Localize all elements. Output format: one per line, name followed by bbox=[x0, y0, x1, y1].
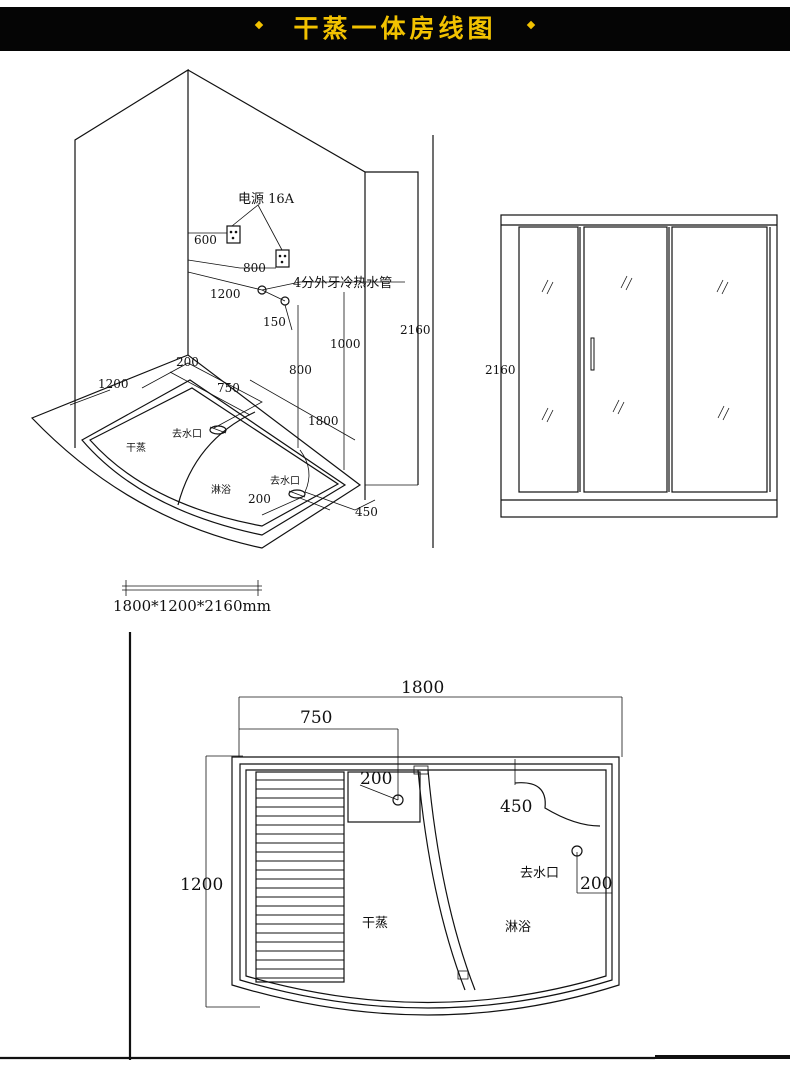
socket-2-pin-a bbox=[278, 254, 282, 258]
dim-800b: 800 bbox=[289, 363, 312, 377]
pipe-label: 4分外牙冷热水管 bbox=[293, 276, 392, 291]
socket-1-pin-a bbox=[229, 230, 233, 234]
front-glass-left bbox=[518, 226, 579, 493]
glass-reflection-marks bbox=[541, 275, 730, 423]
plan-dim-450: 450 bbox=[500, 797, 532, 817]
plan-slats bbox=[256, 779, 344, 979]
iso-tray-inner bbox=[81, 379, 347, 536]
plan-tray-inner2 bbox=[245, 769, 607, 1004]
front-glass-right bbox=[671, 226, 768, 493]
iso-tray-outer bbox=[30, 354, 362, 549]
front-height-dim: 2160 bbox=[485, 363, 516, 377]
dim-200a-box bbox=[141, 362, 263, 429]
plan-width-dim: 1800 bbox=[401, 678, 444, 698]
iso-side-wall bbox=[365, 171, 419, 485]
plan-drain-box bbox=[347, 771, 421, 823]
dim-1800-line bbox=[249, 379, 356, 441]
iso-partition-curve bbox=[299, 449, 310, 493]
dim-450-line bbox=[304, 491, 376, 511]
power-leader bbox=[231, 204, 283, 251]
plan-zone-dry: 干蒸 bbox=[362, 916, 388, 931]
plan-slat-area bbox=[255, 771, 345, 983]
plan-drain-box-leader bbox=[359, 784, 399, 801]
dim-200b-line bbox=[261, 497, 331, 516]
dim-1200a-line bbox=[187, 271, 286, 302]
power-label: 电源 16A bbox=[238, 192, 295, 207]
iso-view: 电源 16A 4分外牙冷热水管 600 800 1200 150 1000 21… bbox=[30, 68, 434, 549]
socket-1-pin-c bbox=[231, 236, 235, 240]
plan-partition-cap-bottom bbox=[457, 970, 469, 980]
plan-partition-b bbox=[427, 769, 476, 991]
iso-drain-2 bbox=[288, 489, 306, 499]
plan-drain-label: 去水口 bbox=[520, 866, 559, 881]
dim-750-line bbox=[169, 371, 251, 416]
front-frame-outer bbox=[500, 214, 778, 518]
iso-drain-1-mark bbox=[209, 426, 227, 434]
title-bar: 干蒸一体房线图 bbox=[0, 0, 790, 54]
iso-drain-label-2: 去水口 bbox=[270, 475, 300, 487]
front-door bbox=[583, 226, 668, 493]
plan-dim-200-top: 200 bbox=[360, 769, 392, 789]
socket-2-pin-c bbox=[280, 260, 284, 264]
pipe-hot-icon bbox=[257, 285, 267, 295]
dim-1200b: 1200 bbox=[98, 377, 129, 391]
plan-partition-a bbox=[417, 769, 466, 991]
plan-dim-750: 750 bbox=[300, 708, 332, 728]
iso-left-wall bbox=[74, 68, 189, 448]
dim-1200b-line bbox=[69, 389, 111, 406]
iso-drain-2-mark bbox=[288, 490, 306, 498]
front-view: 2160 bbox=[485, 214, 778, 518]
page-title: 干蒸一体房线图 bbox=[293, 14, 497, 43]
plan-tray-outer bbox=[231, 756, 620, 1016]
plan-partition-cap-top bbox=[413, 765, 429, 775]
pipe-leader bbox=[261, 281, 405, 291]
dim-200b: 200 bbox=[248, 492, 271, 506]
title-band bbox=[0, 7, 790, 51]
iso-zone-shower: 淋浴 bbox=[211, 483, 231, 496]
plan-view: 1800 750 1200 200 450 200 bbox=[0, 632, 790, 1060]
dim-1200a: 1200 bbox=[210, 287, 241, 301]
dim-150-line bbox=[284, 304, 293, 331]
plan-drain-2-icon bbox=[571, 845, 583, 857]
plan-dim-200-right: 200 bbox=[580, 874, 612, 894]
socket-2-icon bbox=[275, 249, 290, 268]
dim-1000: 1000 bbox=[330, 337, 361, 351]
iso-tray-inner2 bbox=[89, 387, 340, 527]
socket-1-icon bbox=[226, 225, 241, 244]
plan-drain-1-icon bbox=[392, 794, 404, 806]
plan-tray-inner bbox=[239, 763, 613, 1009]
socket-2-pin-b bbox=[283, 254, 287, 258]
dim-150: 150 bbox=[263, 315, 286, 329]
plan-zone-shower: 淋浴 bbox=[505, 920, 531, 935]
dim-800a-line bbox=[187, 259, 276, 269]
dim-2160-iso: 2160 bbox=[400, 323, 431, 337]
dim-750: 750 bbox=[217, 381, 240, 395]
iso-zone-dry: 干蒸 bbox=[126, 442, 146, 454]
iso-partition bbox=[177, 411, 256, 506]
plan-shower-curve bbox=[514, 782, 601, 827]
dim-450: 450 bbox=[355, 505, 378, 519]
iso-drain-label-1: 去水口 bbox=[172, 428, 202, 440]
door-handle-icon bbox=[590, 337, 595, 371]
dim-800a: 800 bbox=[243, 261, 266, 275]
plan-depth-dim: 1200 bbox=[180, 875, 223, 895]
dim-1800: 1800 bbox=[308, 414, 339, 428]
socket-1-pin-b bbox=[234, 230, 238, 234]
size-label-group: 1800*1200*2160mm bbox=[113, 580, 271, 615]
dim-600: 600 bbox=[194, 233, 217, 247]
dim-200a: 200 bbox=[176, 355, 199, 369]
size-label: 1800*1200*2160mm bbox=[113, 597, 271, 615]
